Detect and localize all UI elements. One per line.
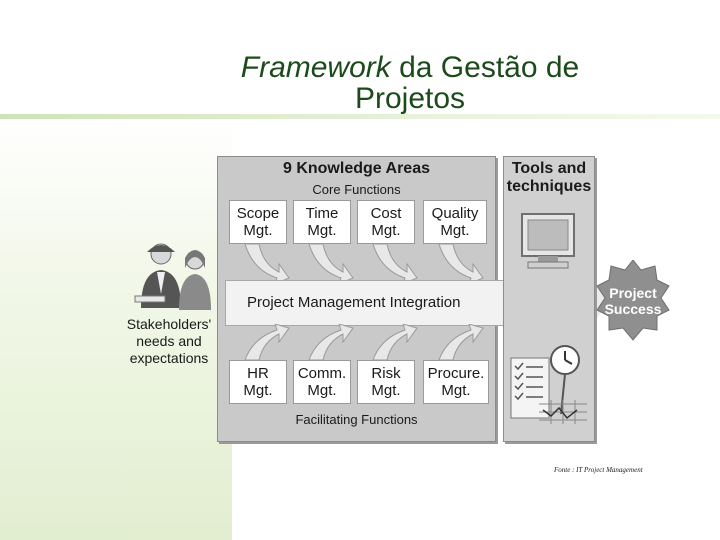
box-line1: Time [305,205,339,222]
facilitating-functions-label: Facilitating Functions [295,412,418,427]
box-line1: Comm. [297,365,347,382]
risk-mgt-box: Risk Mgt. [357,360,415,404]
stakeholders-label: Stakeholders' needs and expectations [125,316,213,367]
tools-heading-line2: techniques [506,178,592,195]
success-line1: Project [609,285,657,301]
box-line1: Scope [236,205,280,222]
hr-mgt-box: HR Mgt. [229,360,287,404]
box-line2: Mgt. [371,222,401,239]
title-italic: Framework [240,51,391,84]
success-line2: Success [604,301,662,317]
quality-mgt-box: Quality Mgt. [423,200,487,244]
time-mgt-box: Time Mgt. [293,200,351,244]
title-rest: da Gestão de [390,51,580,84]
stakeholders-line2: needs and [136,333,202,349]
stakeholders-line3: expectations [129,350,209,366]
box-line2: Mgt. [441,382,471,399]
tools-heading: Tools and techniques [505,160,593,196]
stakeholders-line1: Stakeholders' [126,316,212,332]
box-line1: HR [247,365,269,382]
box-line1: Procure. [427,365,485,382]
box-line1: Quality [431,205,479,222]
slide-title: Framework da Gestão de Projetos [150,52,670,114]
checklist-clock-icon [510,345,587,424]
source-citation: Fonte : IT Project Management [554,466,643,474]
background-gradient [0,118,232,540]
pm-framework-diagram: Stakeholders' needs and expectations 9 K… [125,148,675,448]
cost-mgt-box: Cost Mgt. [357,200,415,244]
procure-mgt-box: Procure. Mgt. [423,360,489,404]
box-line1: Risk [371,365,401,382]
scope-mgt-box: Scope Mgt. [229,200,287,244]
facilitating-flow-arrows [244,324,484,360]
comm-mgt-box: Comm. Mgt. [293,360,351,404]
stakeholders-illustration [134,243,211,310]
computer-monitor-icon [521,213,575,269]
tools-heading-line1: Tools and [511,160,587,177]
integration-label: Project Management Integration [247,294,461,311]
box-line2: Mgt. [440,222,470,239]
title-underline [0,114,720,119]
core-functions-label: Core Functions [312,182,401,197]
title-line2: Projetos [354,82,466,115]
box-line2: Mgt. [243,382,273,399]
knowledge-areas-heading: 9 Knowledge Areas [282,160,430,177]
box-line2: Mgt. [371,382,401,399]
project-success-burst [596,260,670,341]
project-success-label: Project Success [599,285,667,317]
box-line2: Mgt. [243,222,273,239]
box-line2: Mgt. [307,222,337,239]
box-line1: Cost [370,205,402,222]
box-line2: Mgt. [307,382,337,399]
core-flow-arrows [244,244,484,284]
